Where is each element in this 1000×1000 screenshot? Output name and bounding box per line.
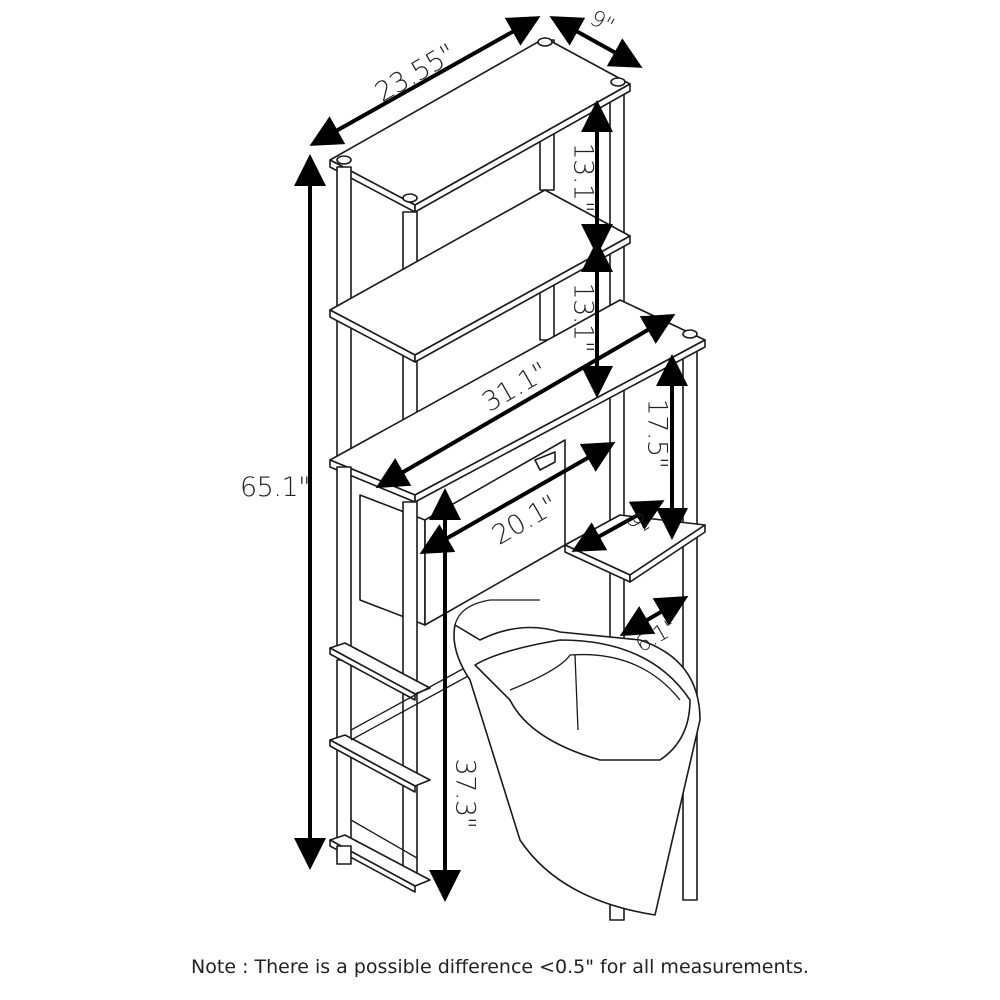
left-lower-shelves xyxy=(329,466,471,893)
toilet xyxy=(453,599,701,916)
label-toilet-clearance-height: 37.3" xyxy=(449,758,481,829)
label-right-shelf-gap: 17.5" xyxy=(641,398,673,469)
label-overall-height: 65.1" xyxy=(240,472,311,503)
label-shelf-gap-middle: 13.1" xyxy=(567,282,599,353)
measurement-note: Note : There is a possible difference <0… xyxy=(191,956,809,978)
dimension-arrows xyxy=(294,16,689,902)
label-shelf-gap-upper: 13.1" xyxy=(567,142,599,213)
